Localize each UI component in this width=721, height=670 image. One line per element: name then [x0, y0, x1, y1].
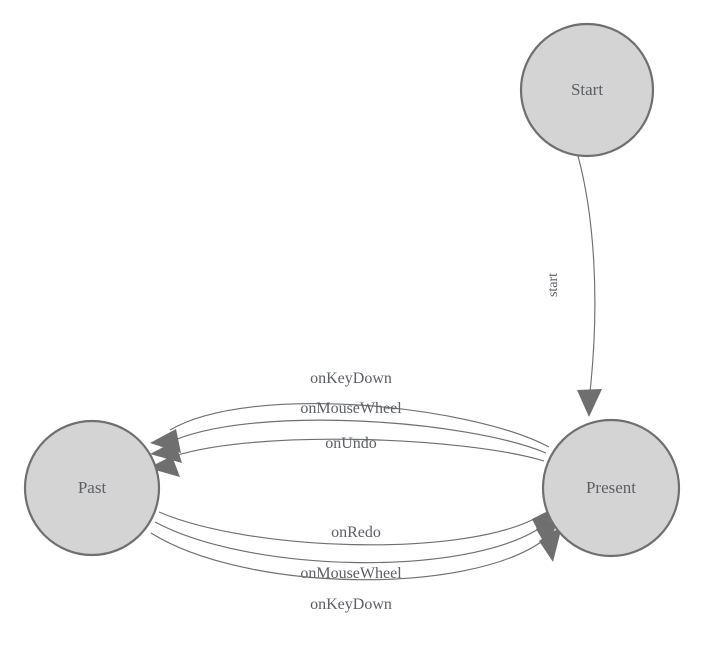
arrowhead-present-past-onundo: [148, 456, 180, 477]
edge-path-past-present-onkeydown: [150, 532, 545, 581]
edge-present-to-past-onmousewheel[interactable]: onMouseWheel: [150, 400, 547, 463]
arrowhead-past-present-onkeydown: [539, 526, 562, 562]
arrowhead-start-present: [577, 389, 602, 417]
edge-path-present-past-onundo: [165, 438, 545, 462]
node-past-circle: [23, 419, 161, 557]
edge-label-start: start: [546, 273, 561, 297]
node-start-circle: [519, 22, 655, 158]
node-start-label: Start: [571, 80, 603, 99]
node-past-label: Past: [78, 478, 107, 497]
edge-path-present-past-onkeydown: [169, 403, 550, 448]
arrowhead-present-past-onmousewheel: [150, 441, 182, 463]
edge-label-present-past-onundo: onUndo: [325, 435, 377, 452]
edge-path-past-present-onmousewheel: [154, 521, 541, 564]
edge-path-present-past-onmousewheel: [167, 419, 547, 454]
edge-start-to-present[interactable]: start: [546, 155, 602, 417]
edge-present-to-past-onundo[interactable]: onUndo: [148, 435, 545, 477]
edge-label-present-past-onkeydown: onKeyDown: [310, 370, 392, 387]
edge-label-past-present-onmousewheel: onMouseWheel: [300, 565, 402, 582]
edge-label-present-past-onmousewheel: onMouseWheel: [300, 400, 402, 417]
node-start[interactable]: Start: [519, 22, 655, 158]
node-present[interactable]: Present: [541, 418, 681, 558]
edge-label-past-present-onredo: onRedo: [331, 524, 381, 541]
node-past[interactable]: Past: [23, 419, 161, 557]
edge-path-past-present-onredo: [158, 511, 537, 546]
edge-past-to-present-onredo[interactable]: onRedo: [158, 507, 556, 546]
node-present-label: Present: [586, 478, 636, 497]
edge-label-past-present-onkeydown: onKeyDown: [310, 596, 392, 613]
edge-path-start-present: [577, 155, 596, 393]
edge-past-to-present-onkeydown[interactable]: onKeyDown: [150, 526, 562, 613]
node-present-circle: [541, 418, 681, 558]
